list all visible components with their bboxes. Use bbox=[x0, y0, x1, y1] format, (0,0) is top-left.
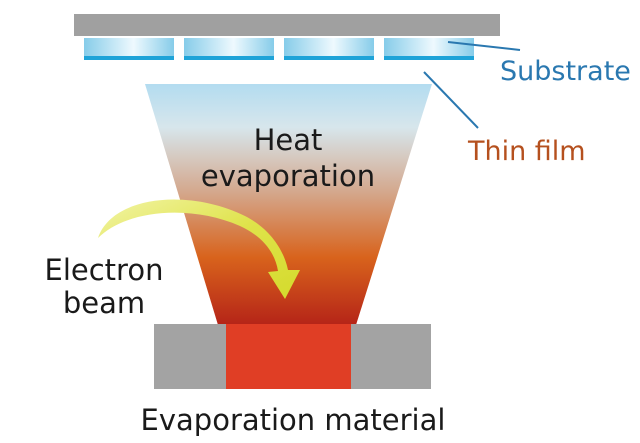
thin-film bbox=[284, 56, 374, 60]
thin-film-leader-line bbox=[423, 71, 479, 129]
thin-film bbox=[84, 56, 174, 60]
evaporation-material-label: Evaporation material bbox=[141, 403, 446, 437]
thin-film bbox=[384, 56, 474, 60]
substrate bbox=[284, 38, 374, 56]
substrate bbox=[84, 38, 174, 56]
thin-film bbox=[184, 56, 274, 60]
electron-beam-label-line1: Electron bbox=[45, 253, 164, 287]
substrate-label: Substrate bbox=[500, 56, 631, 87]
substrate-holder bbox=[74, 14, 500, 36]
substrate bbox=[184, 38, 274, 56]
heat-evaporation-label-line2: evaporation bbox=[201, 159, 375, 193]
substrate bbox=[384, 38, 474, 56]
substrate-leader-line bbox=[447, 41, 521, 51]
electron-beam-label-line2: beam bbox=[63, 286, 145, 320]
substrate-row bbox=[84, 38, 474, 60]
heat-evaporation-label-line1: Heat bbox=[254, 123, 323, 157]
evaporation-material-block bbox=[226, 324, 351, 389]
curved-arrow-icon bbox=[98, 199, 300, 299]
vapor-plume bbox=[145, 84, 432, 325]
thin-film-label: Thin film bbox=[467, 136, 586, 167]
